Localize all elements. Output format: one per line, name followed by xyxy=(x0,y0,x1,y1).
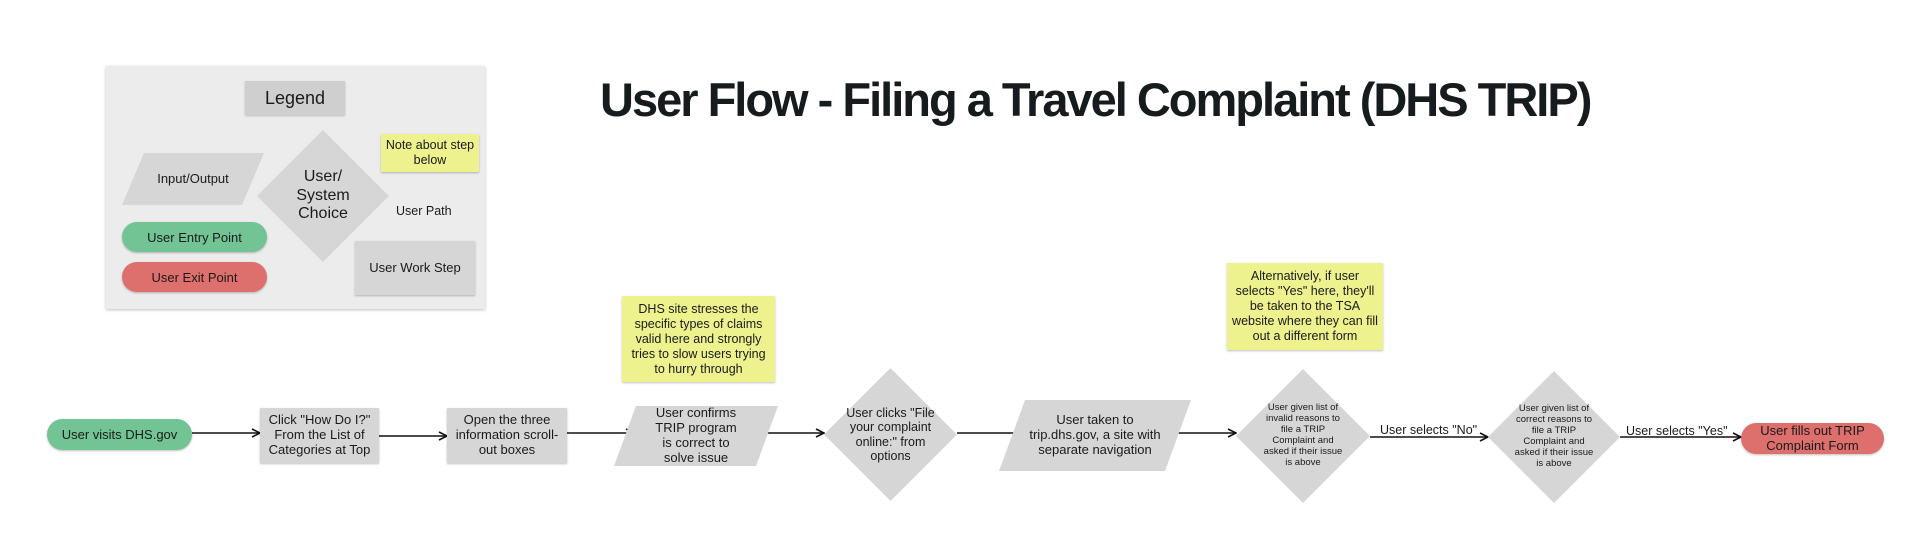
note-alternatively-tsa: Alternatively, if user selects "Yes" her… xyxy=(1227,263,1383,350)
choice-invalid-reasons-label: User given list of invalid reasons to fi… xyxy=(1263,402,1343,468)
choice-correct-reasons-label: User given list of correct reasons to fi… xyxy=(1514,403,1594,469)
legend-user-path-label: User Path xyxy=(396,204,452,218)
choice-file-online: User clicks "File your complaint online:… xyxy=(824,368,957,501)
legend-note: Note about step below xyxy=(381,134,479,172)
step-click-how-do-i: Click "How Do I?" From the List of Categ… xyxy=(260,408,379,463)
legend-user-work-step: User Work Step xyxy=(355,241,475,295)
legend-user-exit-point: User Exit Point xyxy=(122,262,267,292)
choice-invalid-reasons: User given list of invalid reasons to fi… xyxy=(1236,369,1370,503)
flow-entry-user-visits-dhs: User visits DHS.gov xyxy=(47,419,192,450)
io-taken-to-trip-site: User taken to trip.dhs.gov, a site with … xyxy=(999,400,1191,471)
step-open-info-boxes: Open the three information scroll-out bo… xyxy=(447,408,567,463)
io-user-confirms-trip-label: User confirms TRIP program is correct to… xyxy=(655,405,737,465)
choice-correct-reasons: User given list of correct reasons to fi… xyxy=(1488,371,1620,503)
flow-exit-fills-form: User fills out TRIP Complaint Form xyxy=(1741,423,1884,454)
edge-label-selects-yes: User selects "Yes" xyxy=(1626,424,1728,438)
page-title: User Flow - Filing a Travel Complaint (D… xyxy=(600,73,1592,126)
legend-user-system-choice-label: User/ System Choice xyxy=(296,168,350,223)
legend-input-output: Input/Output xyxy=(122,153,264,205)
legend-input-output-label: Input/Output xyxy=(157,170,229,186)
io-user-confirms-trip: User confirms TRIP program is correct to… xyxy=(614,405,778,466)
choice-file-online-label: User clicks "File your complaint online:… xyxy=(846,405,935,463)
legend-user-system-choice: User/ System Choice xyxy=(257,130,389,262)
note-dhs-site-stresses: DHS site stresses the specific types of … xyxy=(622,296,775,382)
io-taken-to-trip-site-label: User taken to trip.dhs.gov, a site with … xyxy=(1029,412,1161,457)
legend-title: Legend xyxy=(245,81,345,115)
legend-user-entry-point: User Entry Point xyxy=(122,222,267,252)
edge-label-selects-no: User selects "No" xyxy=(1380,423,1478,437)
